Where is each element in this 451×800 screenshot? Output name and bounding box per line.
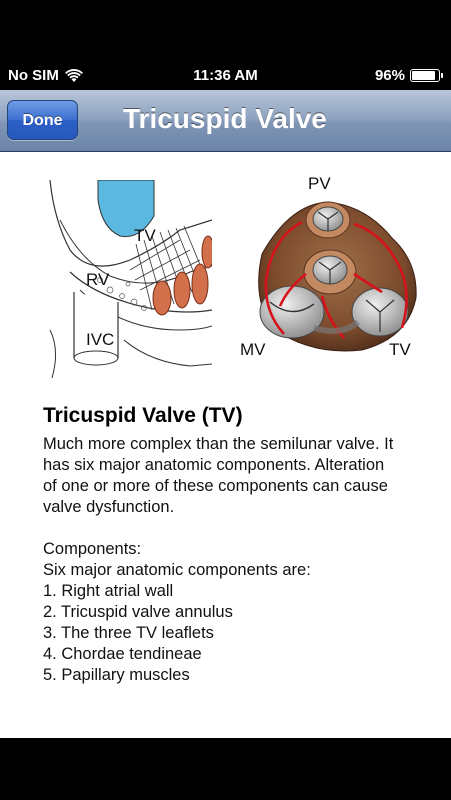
status-time: 11:36 AM [193,67,258,84]
battery-percent: 96% [374,67,405,84]
intro-line: Much more complex than the semilunar val… [43,435,394,453]
bottom-black-bar [0,738,451,800]
status-bar: No SIM 11:36 AM 96% [0,62,451,90]
right-heart-illustration [40,180,212,378]
label-ivc: IVC [86,330,115,349]
status-battery: 96% [375,67,443,84]
wifi-icon [64,68,83,82]
navigation-bar: Done Tricuspid Valve [0,90,451,152]
component-item: 4. Chordae tendineae [43,645,202,663]
carrier-label: No SIM [8,67,59,84]
component-item: 3. The three TV leaflets [43,624,214,642]
components-title: Components: [43,540,142,558]
section-heading: Tricuspid Valve (TV) [43,404,243,427]
battery-tip [441,73,443,78]
page-title: Tricuspid Valve [123,103,327,134]
intro-line: valve dysfunction. [43,498,175,516]
status-carrier: No SIM [8,67,83,84]
label-mv: MV [240,340,266,359]
figure-area: TV RV IVC [0,152,451,392]
article-text: Tricuspid Valve (TV) Much more complex t… [43,404,433,686]
content-area: TV RV IVC [0,152,451,738]
components-intro: Six major anatomic components are: [43,561,311,579]
component-item: 1. Right atrial wall [43,582,174,600]
label-tv-left: TV [134,226,156,245]
label-tv-right: TV [389,340,411,359]
intro-line: of one or more of these components can c… [43,477,388,495]
battery-fill [412,71,436,80]
done-button[interactable]: Done [7,100,78,140]
spacer [43,518,433,539]
battery-icon [410,69,440,82]
label-pv: PV [308,174,331,193]
heart-valves-illustration [258,201,417,352]
label-rv: RV [86,270,110,289]
intro-line: has six major anatomic components. Alter… [43,456,385,474]
top-black-bar [0,0,451,62]
component-item: 5. Papillary muscles [43,666,190,684]
component-item: 2. Tricuspid valve annulus [43,603,233,621]
